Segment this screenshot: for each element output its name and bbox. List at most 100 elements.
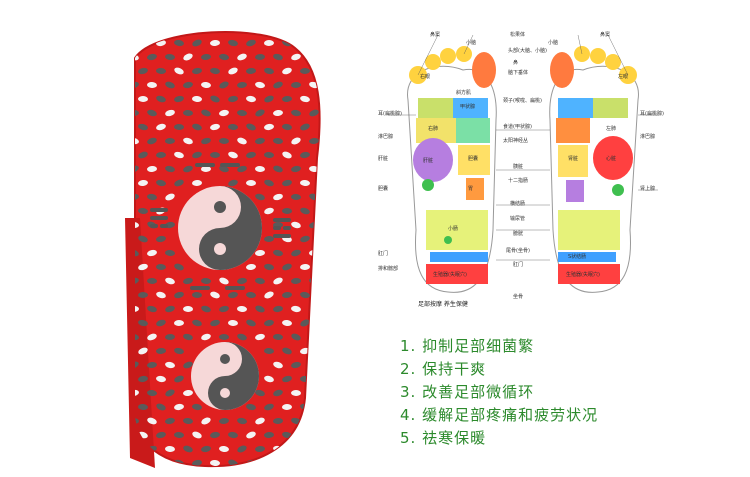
massage-dot [291, 249, 301, 257]
massage-dot [273, 53, 283, 61]
massage-dot [219, 53, 229, 61]
massage-dot [300, 179, 310, 187]
massage-dot [228, 95, 238, 103]
massage-dot [147, 137, 157, 145]
massage-dot [183, 445, 193, 453]
massage-dot [237, 277, 247, 285]
massage-dot [201, 445, 211, 453]
massage-dot [120, 432, 130, 438]
chart-label: 耳(扁桃腺) [378, 110, 402, 117]
massage-dot [138, 179, 148, 187]
massage-dot [309, 361, 319, 369]
sock-edge-seam [125, 218, 155, 468]
chart-label: 食道(甲状腺) [503, 123, 532, 130]
massage-dot [264, 179, 274, 187]
massage-dot [183, 305, 193, 313]
massage-dot [264, 67, 274, 75]
massage-dot [134, 333, 139, 341]
massage-dot [228, 151, 238, 159]
massage-dot [282, 459, 292, 467]
massage-dot [165, 137, 175, 145]
chart-label: 尾骨(坐骨) [506, 247, 530, 254]
chart-label: 十二指肠 [508, 177, 528, 184]
massage-dot [138, 67, 148, 75]
massage-dot [309, 137, 319, 145]
massage-dot [228, 291, 238, 299]
massage-dot [183, 53, 193, 61]
massage-dot [282, 319, 292, 327]
massage-dot [165, 417, 175, 425]
massage-dot [134, 417, 139, 425]
massage-dot [273, 109, 283, 117]
massage-dot [282, 67, 292, 75]
massage-dot [120, 124, 130, 131]
massage-dot [147, 109, 157, 117]
massage-dot [201, 109, 211, 117]
massage-dot [246, 403, 256, 411]
sock-photo [95, 18, 325, 468]
massage-dot [138, 123, 148, 131]
bagua-trigrams [150, 163, 291, 290]
massage-dot [165, 445, 175, 453]
massage-dot [156, 459, 166, 467]
massage-dot [165, 389, 175, 397]
massage-dot [273, 137, 283, 145]
massage-dot [192, 459, 202, 467]
massage-dot [300, 263, 310, 271]
chart-label: 胰脏 [513, 163, 523, 170]
massage-dot [273, 361, 283, 369]
chart-label: 鼻 [513, 59, 518, 66]
chart-label: 坐骨 [513, 293, 523, 300]
massage-dot [210, 291, 220, 299]
leader-lines [388, 34, 658, 261]
massage-dot [138, 39, 148, 47]
massage-dot [120, 207, 131, 215]
massage-dot [282, 403, 292, 411]
massage-dot [156, 291, 166, 299]
massage-dot [237, 81, 247, 89]
chart-label: 淋巴腺 [378, 133, 393, 140]
massage-dot [282, 179, 292, 187]
massage-dot [165, 81, 175, 89]
massage-dot [255, 277, 265, 285]
massage-dot [237, 137, 247, 145]
massage-dot [210, 123, 220, 131]
massage-dot [174, 67, 184, 75]
massage-dot [156, 431, 166, 439]
massage-dot [237, 417, 247, 425]
massage-dot [228, 179, 238, 187]
massage-dot [147, 53, 157, 61]
massage-dot [134, 361, 139, 369]
massage-dot [138, 235, 148, 243]
massage-dot [273, 249, 283, 257]
massage-dot [201, 137, 211, 145]
massage-dot [300, 235, 310, 243]
massage-dot [138, 403, 148, 411]
massage-dot [165, 249, 175, 257]
massage-dot [237, 53, 247, 61]
massage-dot [255, 109, 265, 117]
massage-dot [201, 277, 211, 285]
massage-dot [255, 193, 265, 201]
massage-dot [165, 53, 175, 61]
massage-dot [138, 207, 148, 215]
massage-dot [210, 151, 220, 159]
massage-dot [134, 277, 139, 285]
benefit-item: 5. 祛寒保暖 [400, 429, 487, 447]
massage-dot [174, 95, 184, 103]
massage-dot [246, 95, 256, 103]
massage-dot [246, 319, 256, 327]
massage-dot [183, 165, 193, 173]
massage-dot [138, 263, 148, 271]
chart-label: 输尿管 [510, 215, 525, 222]
sock-illustration [120, 30, 321, 468]
massage-dot [201, 333, 211, 341]
massage-dot [147, 81, 157, 89]
massage-dot [219, 333, 229, 341]
massage-dot [210, 39, 220, 47]
massage-dot [210, 319, 220, 327]
massage-dot [273, 193, 283, 201]
massage-dot [174, 431, 184, 439]
chart-label: 胆囊 [468, 155, 478, 162]
massage-dot [174, 39, 184, 47]
